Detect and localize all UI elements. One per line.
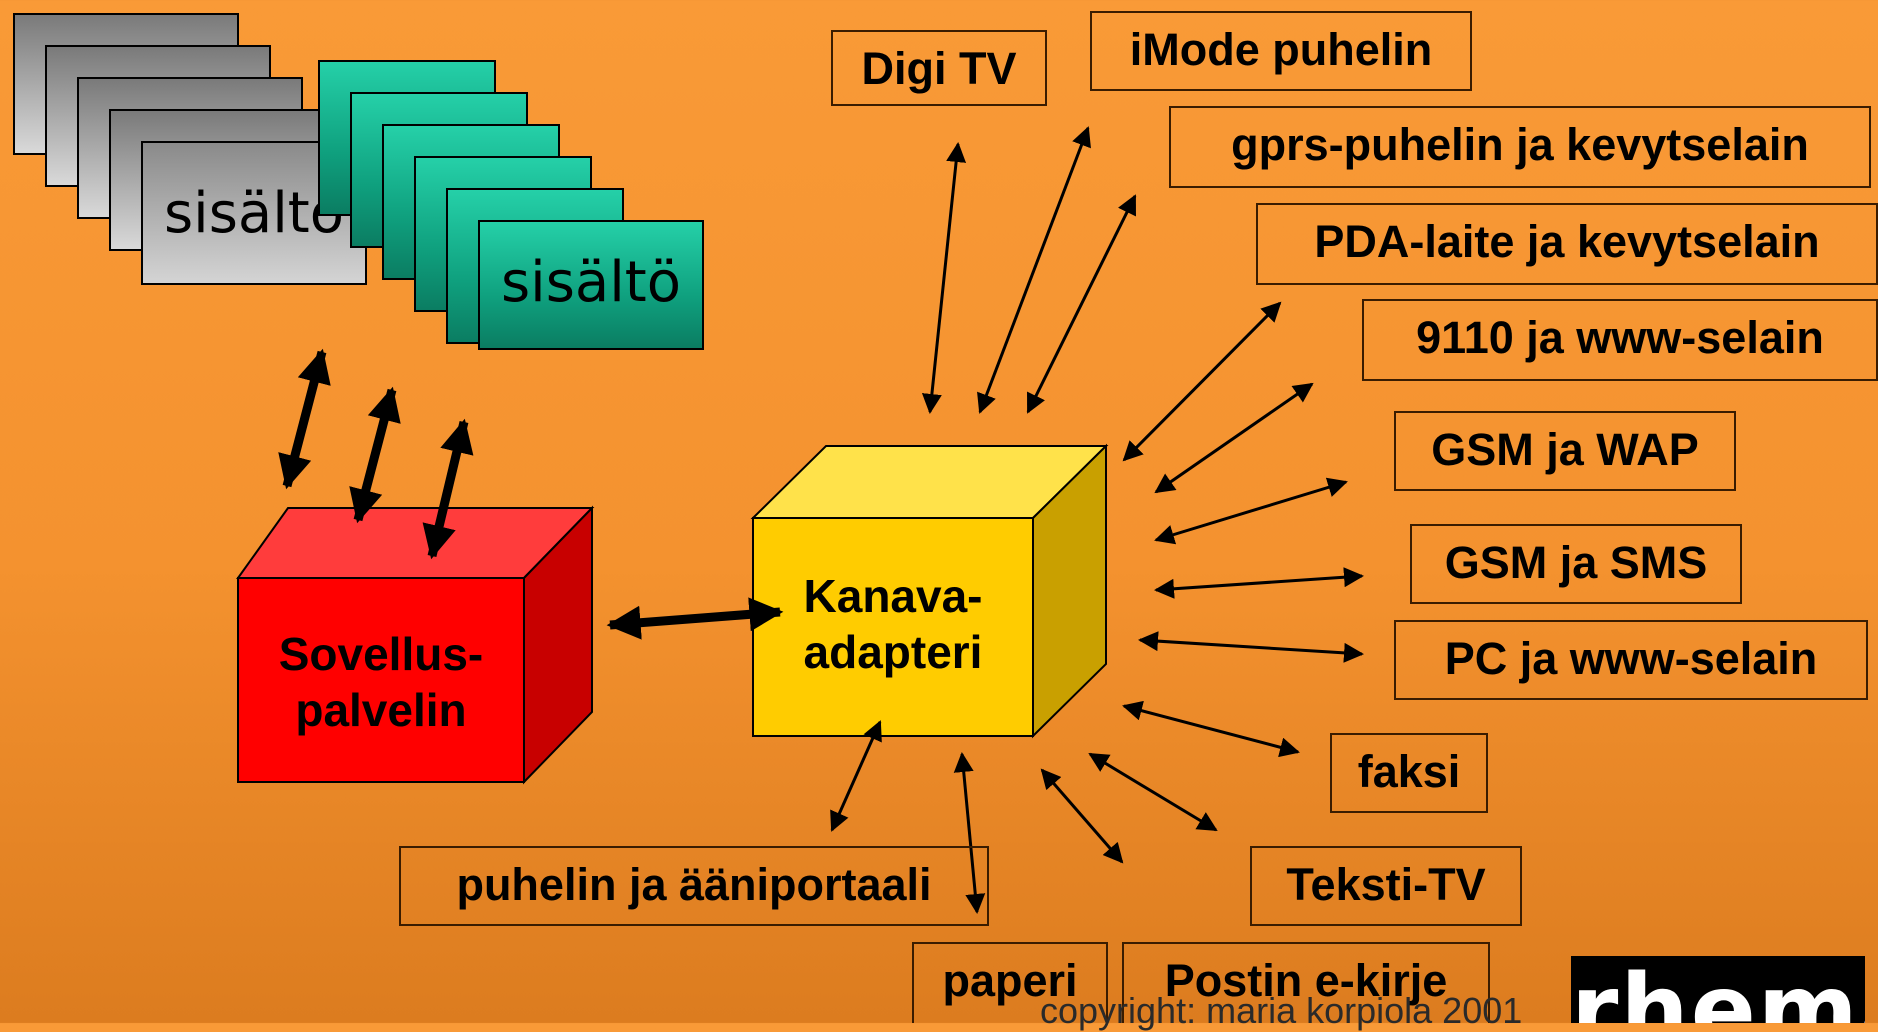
device-9110-www-selain: 9110 ja www-selain [1362, 299, 1878, 381]
device-gprs-puhelin: gprs-puhelin ja kevytselain [1169, 106, 1871, 188]
channel-adapter-label-line1: Kanava- [803, 570, 983, 622]
application-server-label-line2: palvelin [295, 684, 467, 736]
channel-adapter-label: Kanava- adapteri [753, 568, 1033, 680]
arrow-postin-ekirje [1040, 768, 1124, 864]
arrow-server-adapter [606, 597, 784, 640]
device-paperi: paperi [912, 942, 1108, 1023]
arrow-pc [1138, 631, 1364, 663]
content-card-label: sisältö [163, 181, 344, 246]
device-imode-puhelin: iMode puhelin [1090, 11, 1472, 91]
arrow-9110 [1154, 382, 1314, 494]
application-server-cube [236, 505, 595, 785]
arrow-teksti-tv [1088, 752, 1218, 832]
device-teksti-tv: Teksti-TV [1250, 846, 1522, 926]
rhema-logo: rhema [1571, 956, 1865, 1023]
application-server-label-line1: Sovellus- [278, 628, 484, 680]
arrow-content-server-2 [349, 386, 401, 524]
arrow-faksi [1122, 700, 1300, 758]
arrow-gsm-wap [1154, 477, 1348, 545]
device-faksi: faksi [1330, 733, 1488, 813]
device-pc-www-selain: PC ja www-selain [1394, 620, 1868, 700]
arrow-pda [1122, 301, 1282, 462]
device-digi-tv: Digi TV [831, 30, 1047, 106]
arrow-paperi [953, 752, 986, 914]
device-pda-laite: PDA-laite ja kevytselain [1256, 203, 1878, 285]
content-card-green-front: sisältö [478, 220, 704, 350]
copyright-text: copyright: maria korpiola 2001 [1040, 990, 1523, 1031]
rhema-logo-text: rhema [1571, 956, 1865, 1023]
arrow-puhelin [830, 720, 882, 832]
arrow-gprs [1026, 194, 1137, 414]
device-postin-e-kirje: Postin e-kirje [1122, 942, 1490, 1023]
device-puhelin-aaniportaali: puhelin ja ääniportaali [399, 846, 989, 926]
arrow-gsm-sms [1154, 567, 1364, 599]
arrow-imode [977, 126, 1091, 414]
arrow-content-server-1 [278, 348, 331, 490]
arrow-digitv [921, 142, 967, 414]
device-gsm-sms: GSM ja SMS [1410, 524, 1742, 604]
channel-adapter-label-line2: adapteri [803, 626, 983, 678]
arrow-content-server-3 [422, 418, 474, 560]
application-server-label: Sovellus- palvelin [238, 626, 524, 738]
content-card-label: sisältö [500, 250, 681, 315]
channel-adapter-cube [750, 443, 1109, 739]
device-gsm-wap: GSM ja WAP [1394, 411, 1736, 491]
